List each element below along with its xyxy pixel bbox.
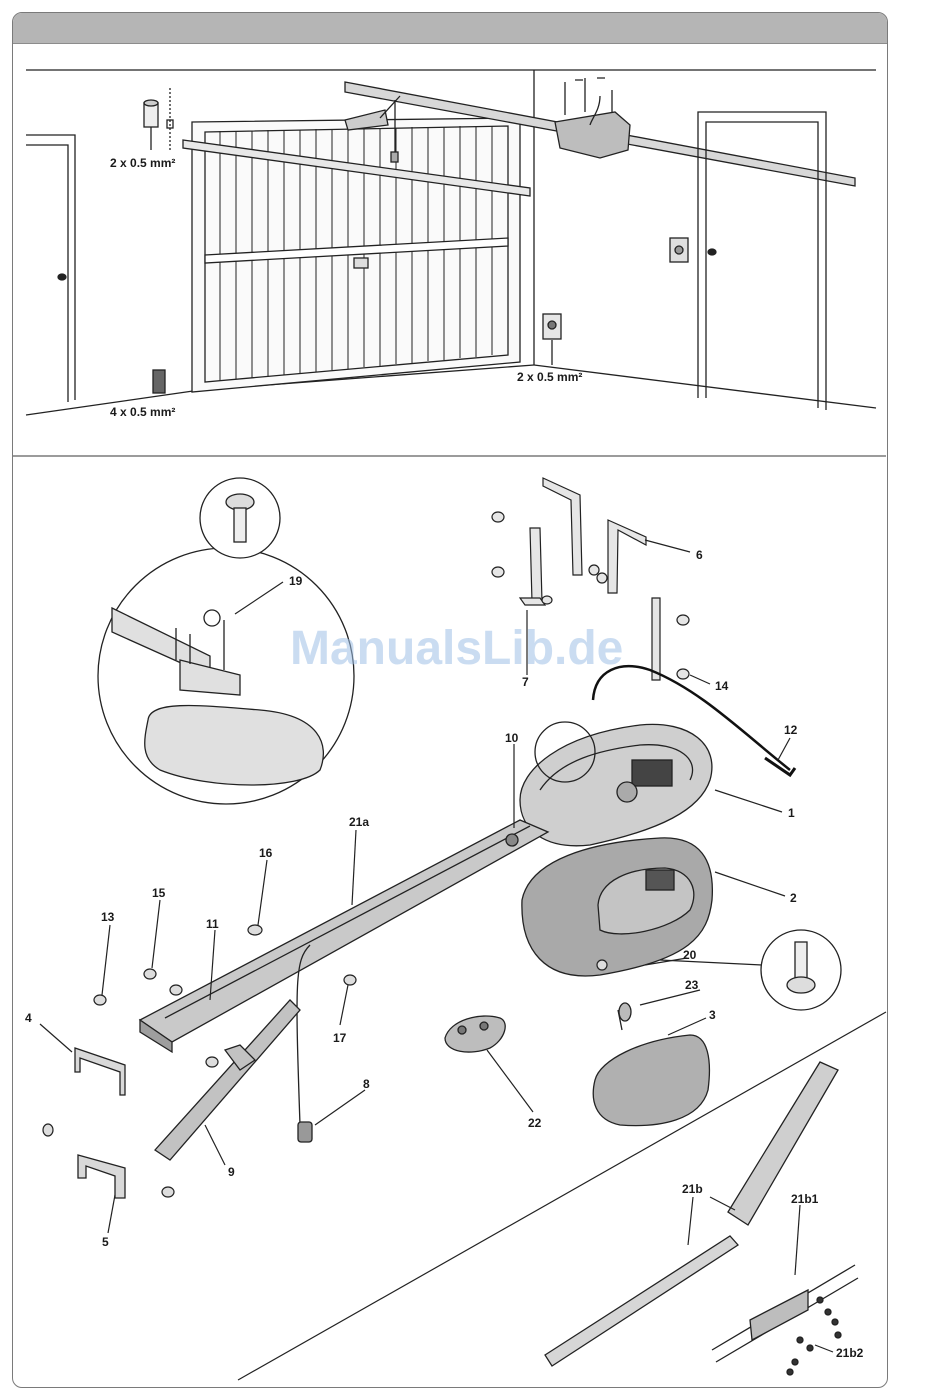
part-label: 3 bbox=[709, 1008, 716, 1022]
emergency-cord bbox=[297, 945, 312, 1142]
garage-door bbox=[192, 118, 520, 392]
part-label: 5 bbox=[102, 1235, 109, 1249]
part-label: 12 bbox=[784, 723, 798, 737]
screw-detail-top bbox=[200, 478, 280, 558]
part-label: 6 bbox=[696, 548, 703, 562]
rail-detail-circle bbox=[98, 548, 354, 804]
rail-variant bbox=[545, 1062, 858, 1375]
part-label: 17 bbox=[333, 1031, 347, 1045]
cable-label-top-left: 2 x 0.5 mm² bbox=[110, 156, 175, 170]
part-label: 21a bbox=[349, 815, 369, 829]
left-door bbox=[26, 135, 75, 402]
part-label: 13 bbox=[101, 910, 115, 924]
cable-label-right: 2 x 0.5 mm² bbox=[517, 370, 582, 384]
door-bracket bbox=[78, 1155, 125, 1198]
part-label: 19 bbox=[289, 574, 303, 588]
part-label: 15 bbox=[152, 886, 166, 900]
watermark: ManualsLib.de bbox=[290, 622, 623, 675]
part-label: 14 bbox=[715, 679, 729, 693]
screw-detail-bottom bbox=[761, 930, 841, 1010]
wall-control-right bbox=[670, 238, 688, 262]
garage-scene bbox=[26, 70, 876, 415]
part-label: 7 bbox=[522, 675, 529, 689]
part-label: 11 bbox=[206, 917, 219, 931]
part-label: 2 bbox=[790, 891, 797, 905]
part-label: 8 bbox=[363, 1077, 370, 1091]
motor-head-scene bbox=[555, 78, 630, 158]
variant-separator bbox=[238, 1012, 886, 1380]
remote-transmitter bbox=[445, 1016, 505, 1052]
part-label: 21b2 bbox=[836, 1346, 864, 1360]
part-label: 21b bbox=[682, 1182, 703, 1196]
part-label: 22 bbox=[528, 1116, 542, 1130]
part-label: 10 bbox=[505, 731, 519, 745]
part-label: 23 bbox=[685, 978, 699, 992]
loose-screws bbox=[43, 925, 607, 1197]
part-label: 4 bbox=[25, 1011, 32, 1025]
part-label: 20 bbox=[683, 948, 697, 962]
flashing-lamp bbox=[144, 88, 173, 150]
key-switch bbox=[543, 314, 561, 365]
part-label: 16 bbox=[259, 846, 273, 860]
cable-label-floor: 4 x 0.5 mm² bbox=[110, 405, 175, 419]
part-label: 1 bbox=[788, 806, 795, 820]
lintel-bracket bbox=[75, 1048, 125, 1095]
lamp-cover bbox=[593, 1003, 709, 1126]
part-label: 21b1 bbox=[791, 1192, 819, 1206]
part-label: 9 bbox=[228, 1165, 235, 1179]
photocell bbox=[153, 370, 165, 393]
motor-base bbox=[520, 722, 712, 846]
